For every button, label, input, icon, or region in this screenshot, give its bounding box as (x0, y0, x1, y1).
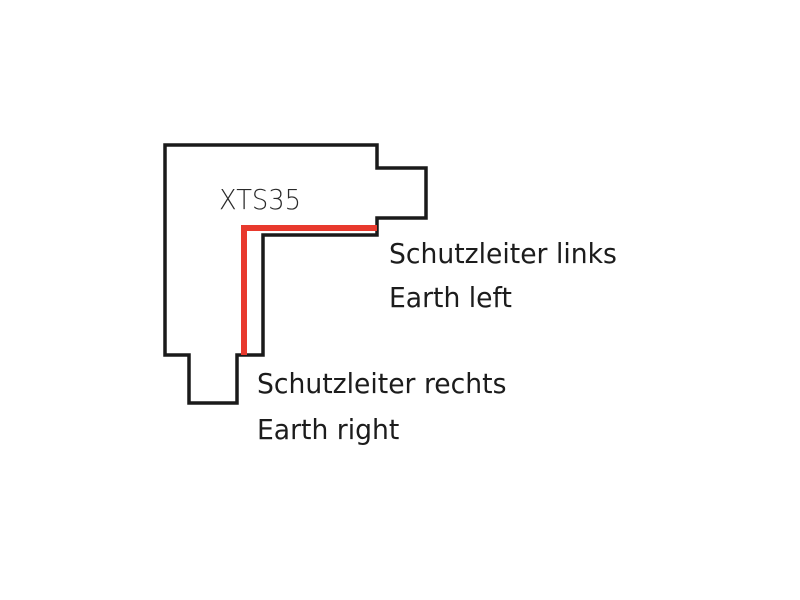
model-label: XTS35 (219, 183, 302, 216)
earth-left-label-german: Schutzleiter links (389, 237, 617, 270)
earth-conductor-line (241, 225, 377, 355)
earth-right-label-german: Schutzleiter rechts (257, 367, 507, 400)
connector-outline (163, 143, 428, 405)
earth-left-label-english: Earth left (389, 281, 512, 314)
earth-right-label-english: Earth right (257, 413, 400, 446)
